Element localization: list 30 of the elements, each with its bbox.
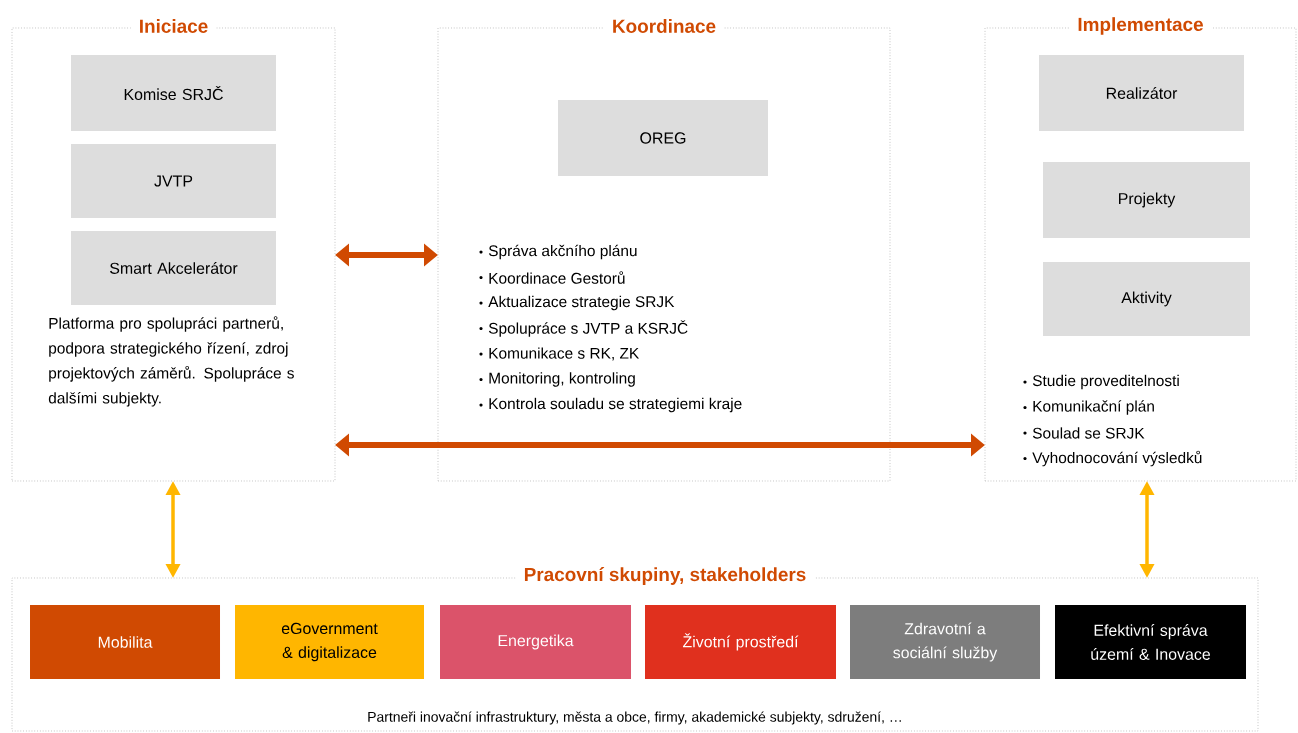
group-box: eGovernment & digitalizace: [235, 605, 424, 679]
group-box: Efektivní správa území & Inovace: [1055, 605, 1246, 679]
group-box: Zdravotní a sociální služby: [850, 605, 1040, 679]
group-box: Mobilita: [30, 605, 220, 679]
role-box: Smart Akcelerátor: [71, 231, 276, 305]
footer-text: Partneři inovační infrastruktury, města a obce, firmy, akademické subjekty, sdružení, …: [368, 711, 901, 725]
list-item: Monitoring, kontroling: [479, 372, 635, 387]
group-box: Životní prostředí: [645, 605, 836, 679]
list-item: Studie proveditelnosti: [1023, 374, 1179, 390]
description-text: Platforma pro spolupráci partnerů, podpora strategického řízení, zdroj projektových záměrů. Spolupráce s dalšími subjekty.: [48, 316, 294, 407]
list-item: Koordinace Gestorů: [479, 271, 625, 284]
panel-title: Iniciace: [130, 17, 217, 35]
list-item: Aktualizace strategie SRJK: [479, 295, 675, 311]
role-box: Komise SRJČ: [71, 55, 276, 131]
panel-title: Pracovní skupiny, stakeholders: [515, 565, 815, 587]
panel-title: Koordinace: [603, 17, 725, 35]
role-box: Projekty: [1043, 162, 1250, 238]
list-item: Vyhodnocování výsledků: [1023, 450, 1202, 467]
list-item: Komunikační plán: [1023, 400, 1154, 415]
panel-title: Implementace: [1069, 15, 1212, 37]
list-item: Správa akčního plánu: [479, 244, 637, 260]
role-box: Aktivity: [1043, 262, 1250, 336]
list-item: Spolupráce s JVTP a KSRJČ: [479, 320, 688, 337]
role-box: OREG: [558, 100, 768, 176]
list-item: Kontrola souladu se strategiemi kraje: [479, 397, 742, 413]
list-item: Soulad se SRJK: [1023, 427, 1145, 439]
role-box: JVTP: [71, 144, 276, 218]
list-item: Komunikace s RK, ZK: [479, 347, 640, 361]
role-box: Realizátor: [1039, 55, 1244, 131]
group-box: Energetika: [440, 605, 631, 679]
